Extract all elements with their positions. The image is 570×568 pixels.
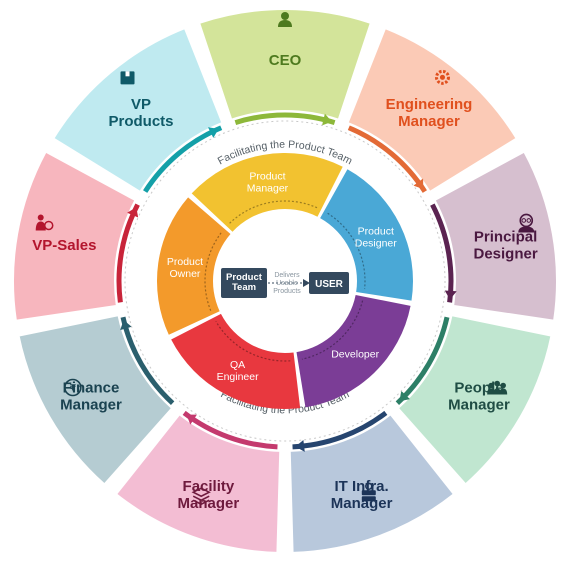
outer-role-segment: [114, 412, 282, 554]
inner-dotted-arc: [301, 300, 364, 360]
gear-icon: [434, 69, 450, 85]
sales-icon: [35, 214, 54, 231]
outer-role-label: CEO: [269, 52, 302, 69]
outer-role-vp-sales: VP-Sales: [12, 150, 137, 322]
outer-role-segment: [288, 412, 456, 554]
user-box: [309, 272, 349, 294]
inner-role-segment: [296, 294, 411, 408]
designer-icon: [518, 213, 535, 233]
delivers-arrow-head: [303, 279, 310, 287]
inner-dotted-arc: [204, 231, 223, 311]
accent-ring-arrow: [186, 414, 197, 425]
accent-ring-arrow: [120, 320, 132, 331]
server-icon: [361, 482, 376, 502]
inner-dotted-arc: [327, 212, 366, 290]
inner-role-segment: [171, 313, 301, 409]
layers-icon: [191, 487, 211, 506]
inner-dotted-arc: [215, 320, 291, 362]
center-disc: [217, 213, 353, 349]
user-icon: [278, 12, 292, 27]
accent-ring-arrow: [444, 290, 457, 300]
product-team-box: [221, 268, 267, 298]
accent-ring-arrow: [322, 113, 332, 126]
outer-role-segment: [51, 26, 224, 194]
accent-ring-arrow: [295, 439, 305, 452]
outer-role-label: IT Infra.Manager: [331, 478, 393, 512]
rupee-icon: ₹: [64, 378, 82, 397]
outer-role-ceo: CEO: [197, 8, 373, 121]
outer-role-label: VP-Sales: [32, 237, 96, 254]
inner-role-label: Developer: [331, 349, 379, 361]
user-label: USER: [315, 279, 344, 290]
outer-role-segment: [17, 314, 174, 486]
outer-role-it-infra-manager: IT Infra.Manager: [288, 412, 456, 554]
accent-ring-arrow: [127, 207, 139, 218]
group-icon: [487, 380, 508, 395]
outer-role-segment: [197, 8, 373, 121]
inner-role-segment: [320, 169, 413, 301]
inner-role-segment: [157, 197, 231, 335]
outer-role-segment: [396, 314, 553, 486]
outer-role-segment: [12, 150, 137, 322]
svg-text:₹: ₹: [69, 384, 76, 395]
accent-ring-arrow: [399, 390, 410, 402]
outer-role-segment: [433, 150, 558, 322]
accent-ring-arrow: [413, 178, 424, 190]
box-icon: [120, 71, 135, 85]
accent-ring-arrow: [207, 127, 219, 138]
inner-role-segment: [191, 153, 343, 232]
outer-role-accent-rings: [116, 112, 457, 452]
outer-role-segment: [346, 26, 519, 194]
inner-role-developer: Developer: [296, 294, 411, 408]
